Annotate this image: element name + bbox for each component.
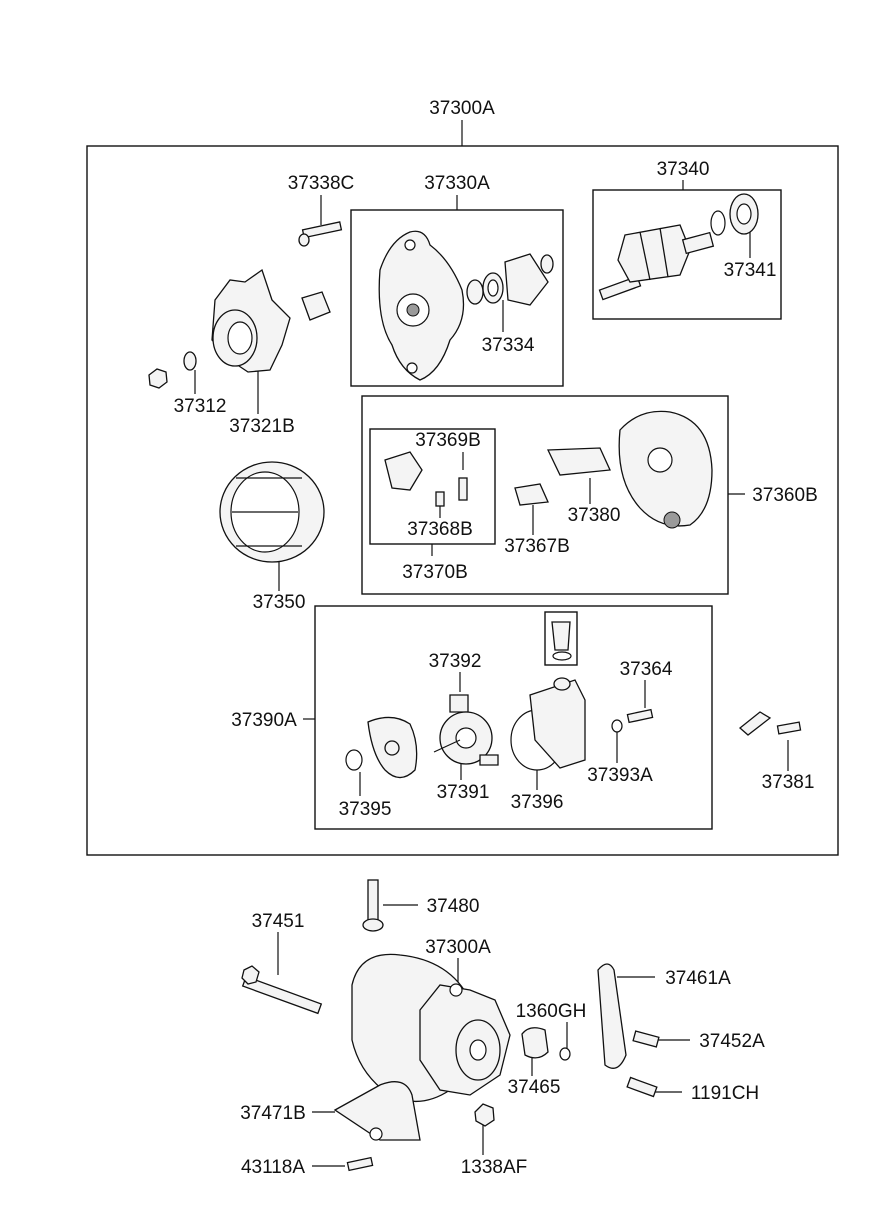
label-bearing-rear: 37341 — [724, 260, 777, 281]
label-housing-pump: 37396 — [511, 792, 564, 813]
vacuum-pump-drawing — [345, 621, 802, 779]
label-nut-lower: 1338AF — [461, 1157, 528, 1178]
label-stator: 37350 — [253, 592, 306, 613]
label-terminal-insulator: 37367B — [504, 536, 570, 557]
label-nut-pulley: 37312 — [174, 396, 227, 417]
part-labels: 37300A 37338C 37330A 37340 37341 37334 3… — [174, 98, 818, 1178]
pulley-drawing — [148, 268, 331, 389]
label-washer-pump: 37393A — [587, 765, 653, 786]
vacuum-pump-frame — [314, 605, 713, 830]
leader-lines — [194, 120, 789, 1167]
label-bolt-small: 43118A — [241, 1157, 305, 1178]
rear-bracket-drawing — [384, 410, 713, 529]
bottom-assembly-drawing — [241, 879, 660, 1172]
label-vane: 37392 — [429, 651, 482, 672]
label-bolt-bracket: 37452A — [699, 1031, 765, 1052]
label-brush-holder: 37370B — [402, 562, 468, 583]
label-assembly-top: 37300A — [429, 98, 495, 119]
label-rectifier: 37380 — [568, 505, 621, 526]
label-bolt-bottom: 1191CH — [691, 1083, 759, 1104]
label-bolt-long: 37451 — [252, 911, 305, 932]
label-bearing-front: 37334 — [482, 335, 535, 356]
label-front-bracket: 37330A — [424, 173, 490, 194]
label-rotor-pump: 37391 — [437, 782, 490, 803]
label-bolt-pump: 37364 — [620, 659, 673, 680]
label-rear-bracket: 37360B — [752, 485, 818, 506]
label-bolt-adjust: 37480 — [427, 896, 480, 917]
rotor-frame — [592, 189, 782, 320]
through-bolt-drawing — [298, 221, 343, 247]
label-rotor: 37340 — [657, 159, 710, 180]
label-spacer: 37465 — [508, 1077, 561, 1098]
rotor-drawing — [598, 193, 759, 301]
label-brush-spring: 37369B — [415, 430, 481, 451]
valve-frame — [544, 611, 578, 666]
label-brush: 37368B — [407, 519, 473, 540]
label-bolt-cover: 37381 — [762, 772, 815, 793]
label-assembly-bottom: 37300A — [425, 937, 491, 958]
label-bracket-lower: 37471B — [240, 1103, 306, 1124]
label-nut-bottom: 1360GH — [516, 1001, 587, 1022]
label-pulley-fan: 37321B — [229, 416, 295, 437]
label-bolt-through: 37338C — [288, 173, 355, 194]
stator-drawing — [219, 461, 325, 563]
label-bracket-adjust: 37461A — [665, 968, 731, 989]
rear-bracket-frame — [361, 395, 729, 595]
label-oring-small: 37395 — [339, 799, 392, 820]
label-vacuum-pump: 37390A — [231, 710, 297, 731]
front-bracket-drawing — [378, 230, 554, 381]
